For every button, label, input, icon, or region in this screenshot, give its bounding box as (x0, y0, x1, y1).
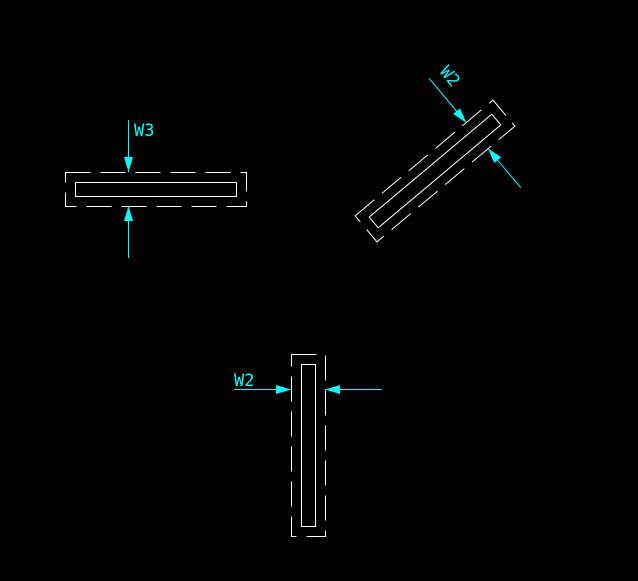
horizontal-trace: W3 (65, 120, 247, 258)
inner-outline (75, 182, 237, 197)
dimension-line-bottom (487, 148, 522, 189)
rotated-trace (354, 77, 522, 243)
inner-outline (368, 113, 502, 229)
dimension-label-w2-vertical: W2 (234, 371, 254, 391)
inner-outline (301, 364, 316, 527)
outer-dashed-outline (65, 172, 247, 207)
outer-dashed-outline (354, 99, 516, 243)
dimension-label-w2-rotated: W2 (435, 62, 463, 91)
outer-dashed-outline (291, 354, 326, 537)
vertical-trace: W2 (234, 354, 382, 537)
dimension-label-w3: W3 (134, 121, 154, 141)
dimension-line-top (428, 77, 467, 123)
